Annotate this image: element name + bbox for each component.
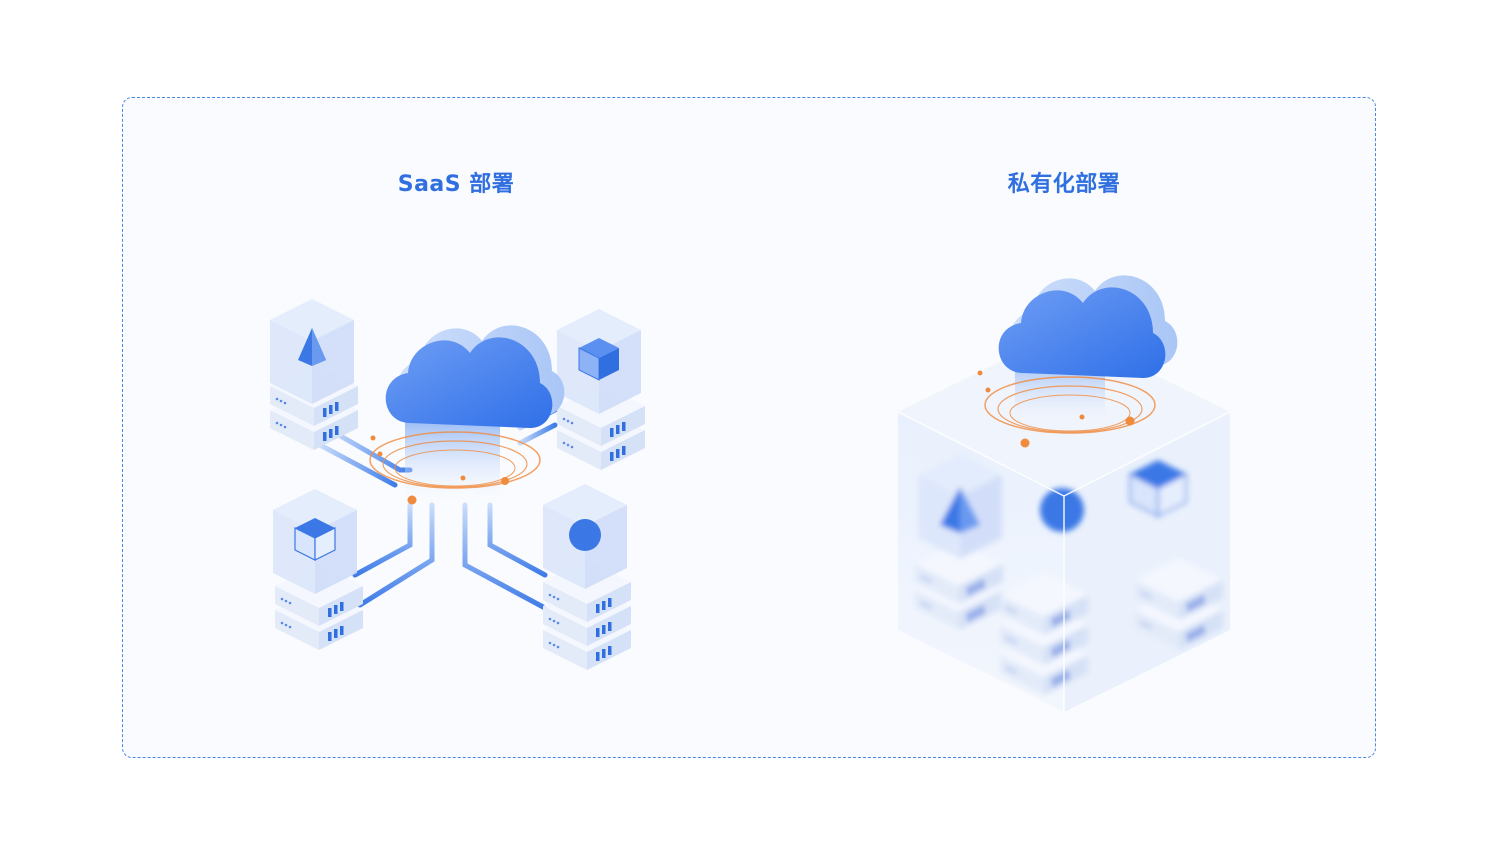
saas-deployment-title: SaaS 部署 bbox=[397, 172, 515, 197]
cube-icon bbox=[1129, 460, 1187, 518]
private-illustration bbox=[897, 275, 1231, 712]
orbit-rings bbox=[369, 431, 541, 505]
server-icon bbox=[1000, 573, 1088, 695]
private-deployment-title: 私有化部署 bbox=[1007, 172, 1121, 197]
cube-icon bbox=[557, 309, 641, 414]
cube-icon bbox=[273, 489, 357, 594]
sphere-icon bbox=[543, 484, 627, 589]
cloud-icon bbox=[385, 325, 565, 428]
saas-illustration bbox=[270, 299, 645, 670]
inner-servers bbox=[915, 454, 1223, 695]
pyramid-icon bbox=[270, 299, 354, 404]
cloud-icon bbox=[998, 275, 1178, 378]
pyramid-icon bbox=[918, 454, 1002, 559]
orbit-rings bbox=[977, 370, 1156, 448]
sphere-icon bbox=[1040, 488, 1084, 532]
